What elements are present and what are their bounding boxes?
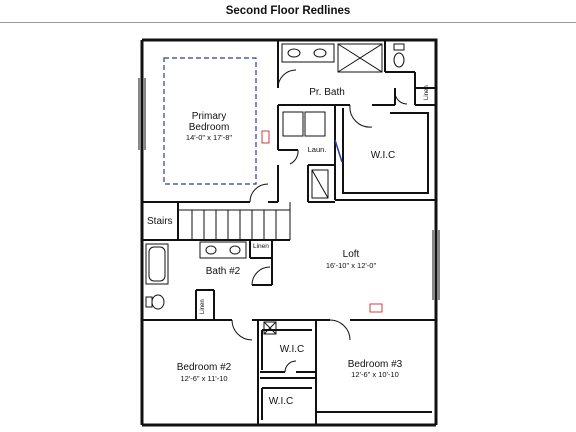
room-label-linen-hall: Linen — [200, 299, 206, 314]
title-bar: Second Floor Redlines — [0, 0, 576, 23]
room-label-stairs: Stairs — [147, 216, 173, 227]
room-label-loft: Loft — [342, 249, 360, 260]
room-label-primary-bath: Pr. Bath — [309, 87, 345, 98]
loft-dims: 16'-10" x 12'-0" — [325, 261, 377, 270]
room-label-bath2: Bath #2 — [205, 266, 241, 277]
primary-bedroom-name-2: Bedroom — [188, 121, 230, 133]
room-label-linen-top: Linen — [424, 85, 430, 100]
room-label-wic-primary: W.I.C — [370, 150, 396, 161]
door-swings — [231, 69, 408, 373]
laundry-door-arc — [334, 139, 343, 163]
primary-bedroom-dims: 14'-0" x 17'-8" — [185, 133, 233, 142]
tray-ceiling-outline — [163, 57, 257, 185]
stair-treads — [178, 202, 291, 240]
room-label-bedroom2: Bedroom #2 — [176, 362, 232, 373]
room-label-wic-bed3: W.I.C — [279, 344, 305, 355]
bedroom2-dims: 12'-6" x 11'-10 — [180, 374, 228, 383]
exterior-walls — [140, 38, 438, 427]
room-label-laundry: Laun. — [307, 145, 327, 154]
room-label-primary-bedroom: Primary Bedroom — [188, 111, 230, 133]
room-label-wic-bed2: W.I.C — [268, 396, 294, 407]
windows — [138, 78, 440, 300]
interior-walls — [142, 40, 436, 425]
room-label-bedroom3: Bedroom #3 — [347, 359, 403, 370]
room-label-linen-bath2: Linen — [253, 243, 269, 250]
primary-bedroom-name-1: Primary — [191, 111, 227, 122]
bath-fixtures — [145, 43, 405, 335]
redline-markers — [261, 130, 383, 313]
bedroom3-dims: 12'-6" x 10'-10 — [351, 370, 399, 379]
page-title: Second Floor Redlines — [225, 5, 351, 17]
